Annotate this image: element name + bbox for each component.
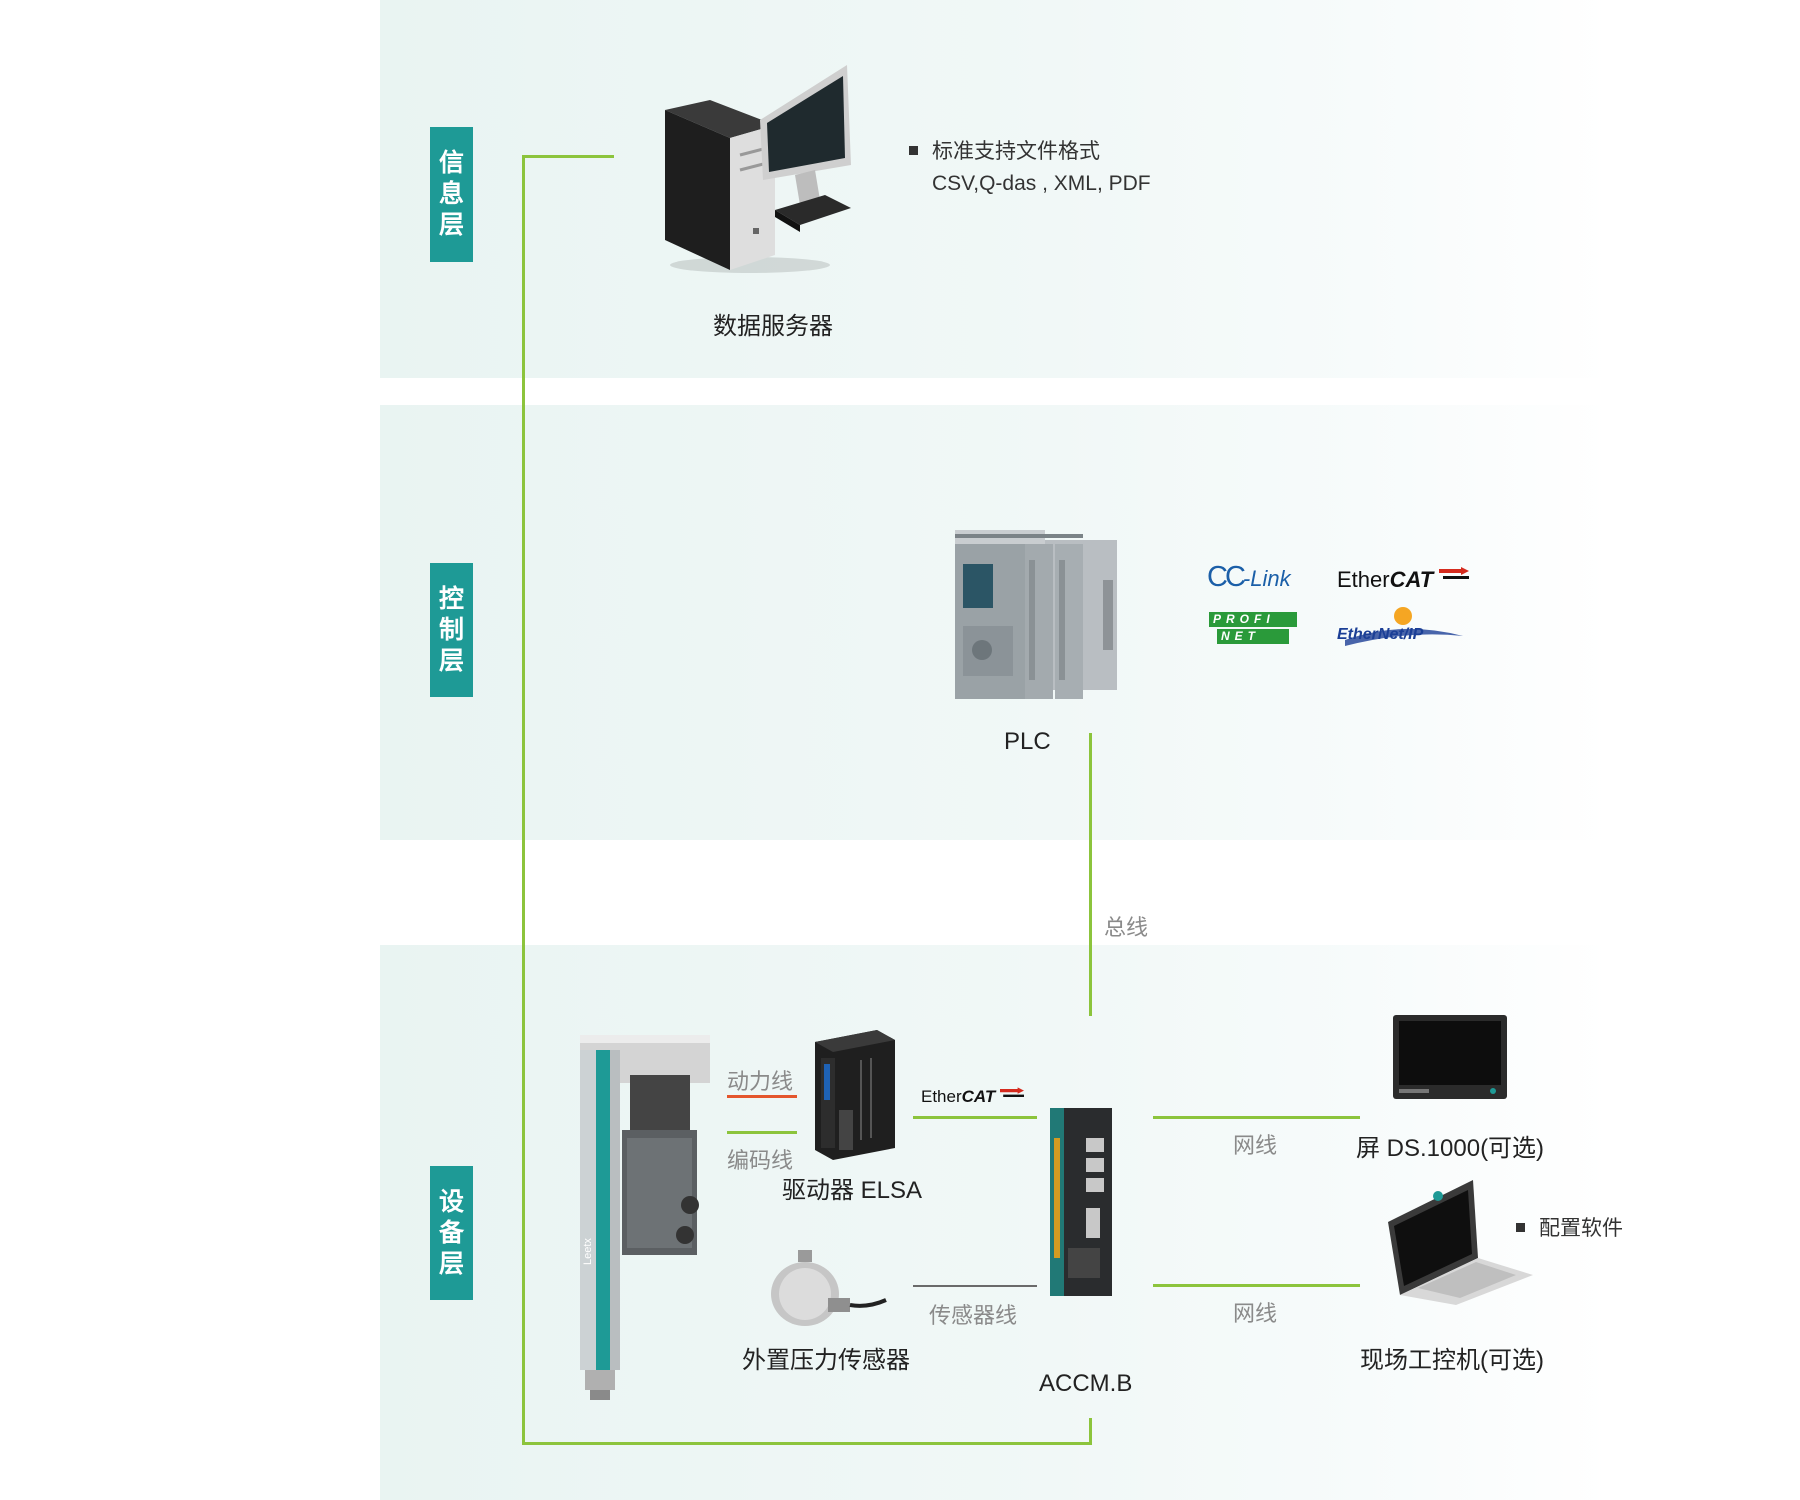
ethercat-logo: EtherCAT [1337,567,1470,593]
bus-label: 总线 [1104,915,1149,940]
ethercat-line [913,1116,1037,1119]
sensor-line-label: 传感器线 [929,1303,1018,1328]
server-link-horizontal [522,155,614,158]
driver-label: 驱动器 ELSA [782,1177,923,1204]
ethercat-small-logo: EtherCAT [921,1087,1025,1107]
bullet-icon [1516,1222,1525,1232]
info-layer-bg [380,0,1610,378]
cc-link-logo: CC-Link [1207,561,1291,593]
plc-image [925,530,1120,700]
sensor-label: 外置压力传感器 [742,1347,910,1374]
tool-brand-text: Leetx [582,1238,594,1265]
industrial-pc-image [1388,1180,1533,1305]
ipc-note: 配置软件 [1516,1213,1623,1245]
bullet-icon [909,145,918,155]
tightening-tool-image: Leetx [570,1030,720,1400]
profinet-logo: PROFI NET [1209,612,1297,644]
ipc-label: 现场工控机(可选) [1360,1347,1544,1374]
network-line-1 [1153,1116,1360,1119]
server-note-line1: 标准支持文件格式 [932,140,1100,163]
ethercat-arrow-icon [1439,567,1470,579]
network-label-1: 网线 [1233,1133,1278,1158]
screen-ds1000-image [1393,1015,1511,1101]
driver-elsa-image [815,1030,895,1160]
layer-tag-info: 信息层 [430,127,473,262]
network-line-2 [1153,1284,1360,1287]
layer-tag-control: 控制层 [430,563,473,697]
bottom-link [522,1442,1092,1445]
pressure-sensor-image [768,1250,888,1330]
accm-label: ACCM.B [1039,1370,1133,1397]
ethercat-small-arrow-icon [1000,1087,1025,1097]
sensor-line [913,1285,1037,1287]
encoder-line [727,1131,797,1134]
layer-tag-device: 设备层 [430,1166,473,1300]
server-note-line2: CSV,Q-das , XML, PDF [932,172,1151,195]
server-label: 数据服务器 [713,313,833,340]
encoder-line-label: 编码线 [727,1148,794,1173]
server-note: 标准支持文件格式 CSV,Q-das , XML, PDF [909,136,1151,200]
network-label-2: 网线 [1233,1301,1278,1326]
bus-line [1089,733,1092,1016]
server-computer-image [655,60,855,275]
power-line [727,1095,797,1098]
bottom-link-up [1089,1418,1092,1445]
ethernet-ip-logo: EtherNet/IP [1337,606,1463,646]
screen-label: 屏 DS.1000(可选) [1356,1135,1545,1162]
accm-b-image [1050,1108,1115,1298]
plc-label: PLC [1004,728,1051,755]
ipc-note-text: 配置软件 [1539,1217,1623,1240]
power-line-label: 动力线 [727,1069,794,1094]
server-link-vertical [522,155,525,1445]
